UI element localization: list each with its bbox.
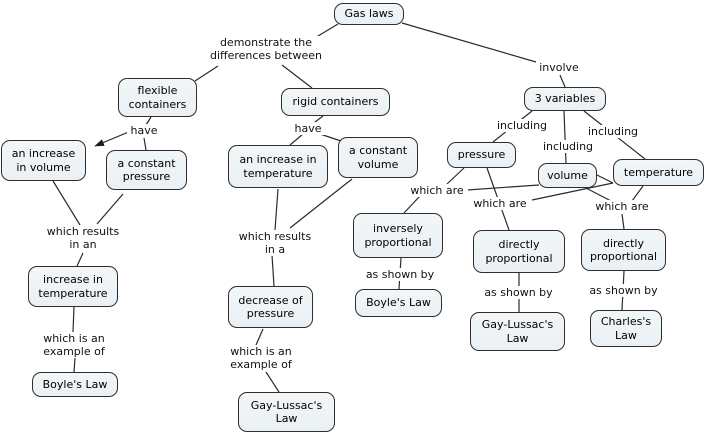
concept-a-constant-pressure[interactable]: a constant pressure: [106, 150, 187, 190]
connector-line: [531, 182, 614, 201]
concept-an-increase-in-temperature[interactable]: an increase in temperature: [228, 145, 328, 188]
concept-directly-proportional-vt[interactable]: directly proportional: [581, 229, 666, 271]
concept-gas-laws[interactable]: Gas laws: [334, 3, 404, 25]
connector-line: [466, 184, 540, 191]
concept-increase-in-temperature[interactable]: increase in temperature: [28, 266, 118, 307]
connector-line: [289, 133, 304, 146]
connector-line: [265, 371, 280, 393]
link-label-which-results-in-a[interactable]: which results in a: [233, 230, 317, 256]
link-label-including-left[interactable]: including: [494, 119, 550, 132]
concept-3-variables[interactable]: 3 variables: [524, 87, 606, 111]
connector-line: [401, 22, 537, 63]
connector-line: [52, 180, 81, 226]
connector-line: [596, 174, 614, 184]
concept-gay-lussacs-law-bottom[interactable]: Gay-Lussac's Law: [238, 392, 335, 432]
concept-flexible-containers[interactable]: flexible containers: [118, 78, 197, 117]
link-label-have-right[interactable]: have: [291, 122, 325, 135]
link-label-as-shown-by-boyle[interactable]: as shown by: [361, 268, 439, 281]
connector-line: [255, 328, 264, 346]
link-label-involve[interactable]: involve: [536, 61, 582, 74]
link-label-including-middle[interactable]: including: [539, 140, 597, 153]
concept-rigid-containers[interactable]: rigid containers: [281, 88, 390, 116]
have-arrow-line: [94, 130, 132, 147]
concept-gay-lussacs-law-right[interactable]: Gay-Lussac's Law: [470, 312, 565, 351]
concept-boyles-law-right[interactable]: Boyle's Law: [355, 289, 442, 317]
concept-inversely-proportional[interactable]: inversely proportional: [353, 213, 443, 258]
connector-line: [583, 186, 614, 203]
concept-a-constant-volume[interactable]: a constant volume: [338, 137, 418, 178]
connector-line: [621, 213, 625, 230]
concept-an-increase-in-volume[interactable]: an increase in volume: [1, 140, 86, 181]
link-label-which-are-middle[interactable]: which are: [469, 197, 531, 210]
link-label-which-are-right[interactable]: which are: [590, 200, 654, 213]
concept-boyles-law-left[interactable]: Boyle's Law: [32, 372, 118, 397]
connector-line: [76, 252, 84, 267]
concept-volume[interactable]: volume: [538, 163, 597, 188]
link-label-have-left[interactable]: have: [127, 124, 161, 137]
connector-line: [403, 195, 421, 214]
concept-temperature[interactable]: temperature: [613, 159, 704, 186]
connector-line: [274, 188, 279, 231]
link-label-demonstrate[interactable]: demonstrate the differences between: [202, 36, 330, 62]
link-label-which-results-in-an[interactable]: which results in an: [41, 225, 125, 251]
concept-decrease-of-pressure[interactable]: decrease of pressure: [228, 286, 313, 328]
connector-line: [281, 64, 313, 89]
connector-line: [563, 110, 567, 164]
link-label-including-right[interactable]: including: [584, 125, 642, 138]
connector-line: [271, 254, 275, 287]
link-label-example-middle[interactable]: which is an example of: [225, 345, 297, 371]
connector-line: [194, 65, 219, 82]
connector-line: [446, 167, 465, 185]
connector-line: [145, 116, 152, 126]
link-label-as-shown-by-gay-lussac[interactable]: as shown by: [479, 286, 558, 299]
connector-line: [73, 357, 76, 373]
connector-line: [72, 306, 75, 333]
concept-directly-proportional-pt[interactable]: directly proportional: [473, 230, 565, 273]
connector-line: [631, 185, 644, 202]
link-label-example-left[interactable]: which is an example of: [38, 332, 110, 358]
concept-pressure[interactable]: pressure: [447, 142, 516, 168]
link-label-which-are-left[interactable]: which are: [406, 184, 468, 197]
link-label-as-shown-by-charles[interactable]: as shown by: [584, 284, 663, 297]
connector-line: [96, 193, 124, 225]
connector-line: [289, 178, 353, 229]
concept-charless-law[interactable]: Charles's Law: [590, 310, 662, 347]
connector-line: [143, 137, 147, 151]
connector-line: [559, 74, 566, 88]
